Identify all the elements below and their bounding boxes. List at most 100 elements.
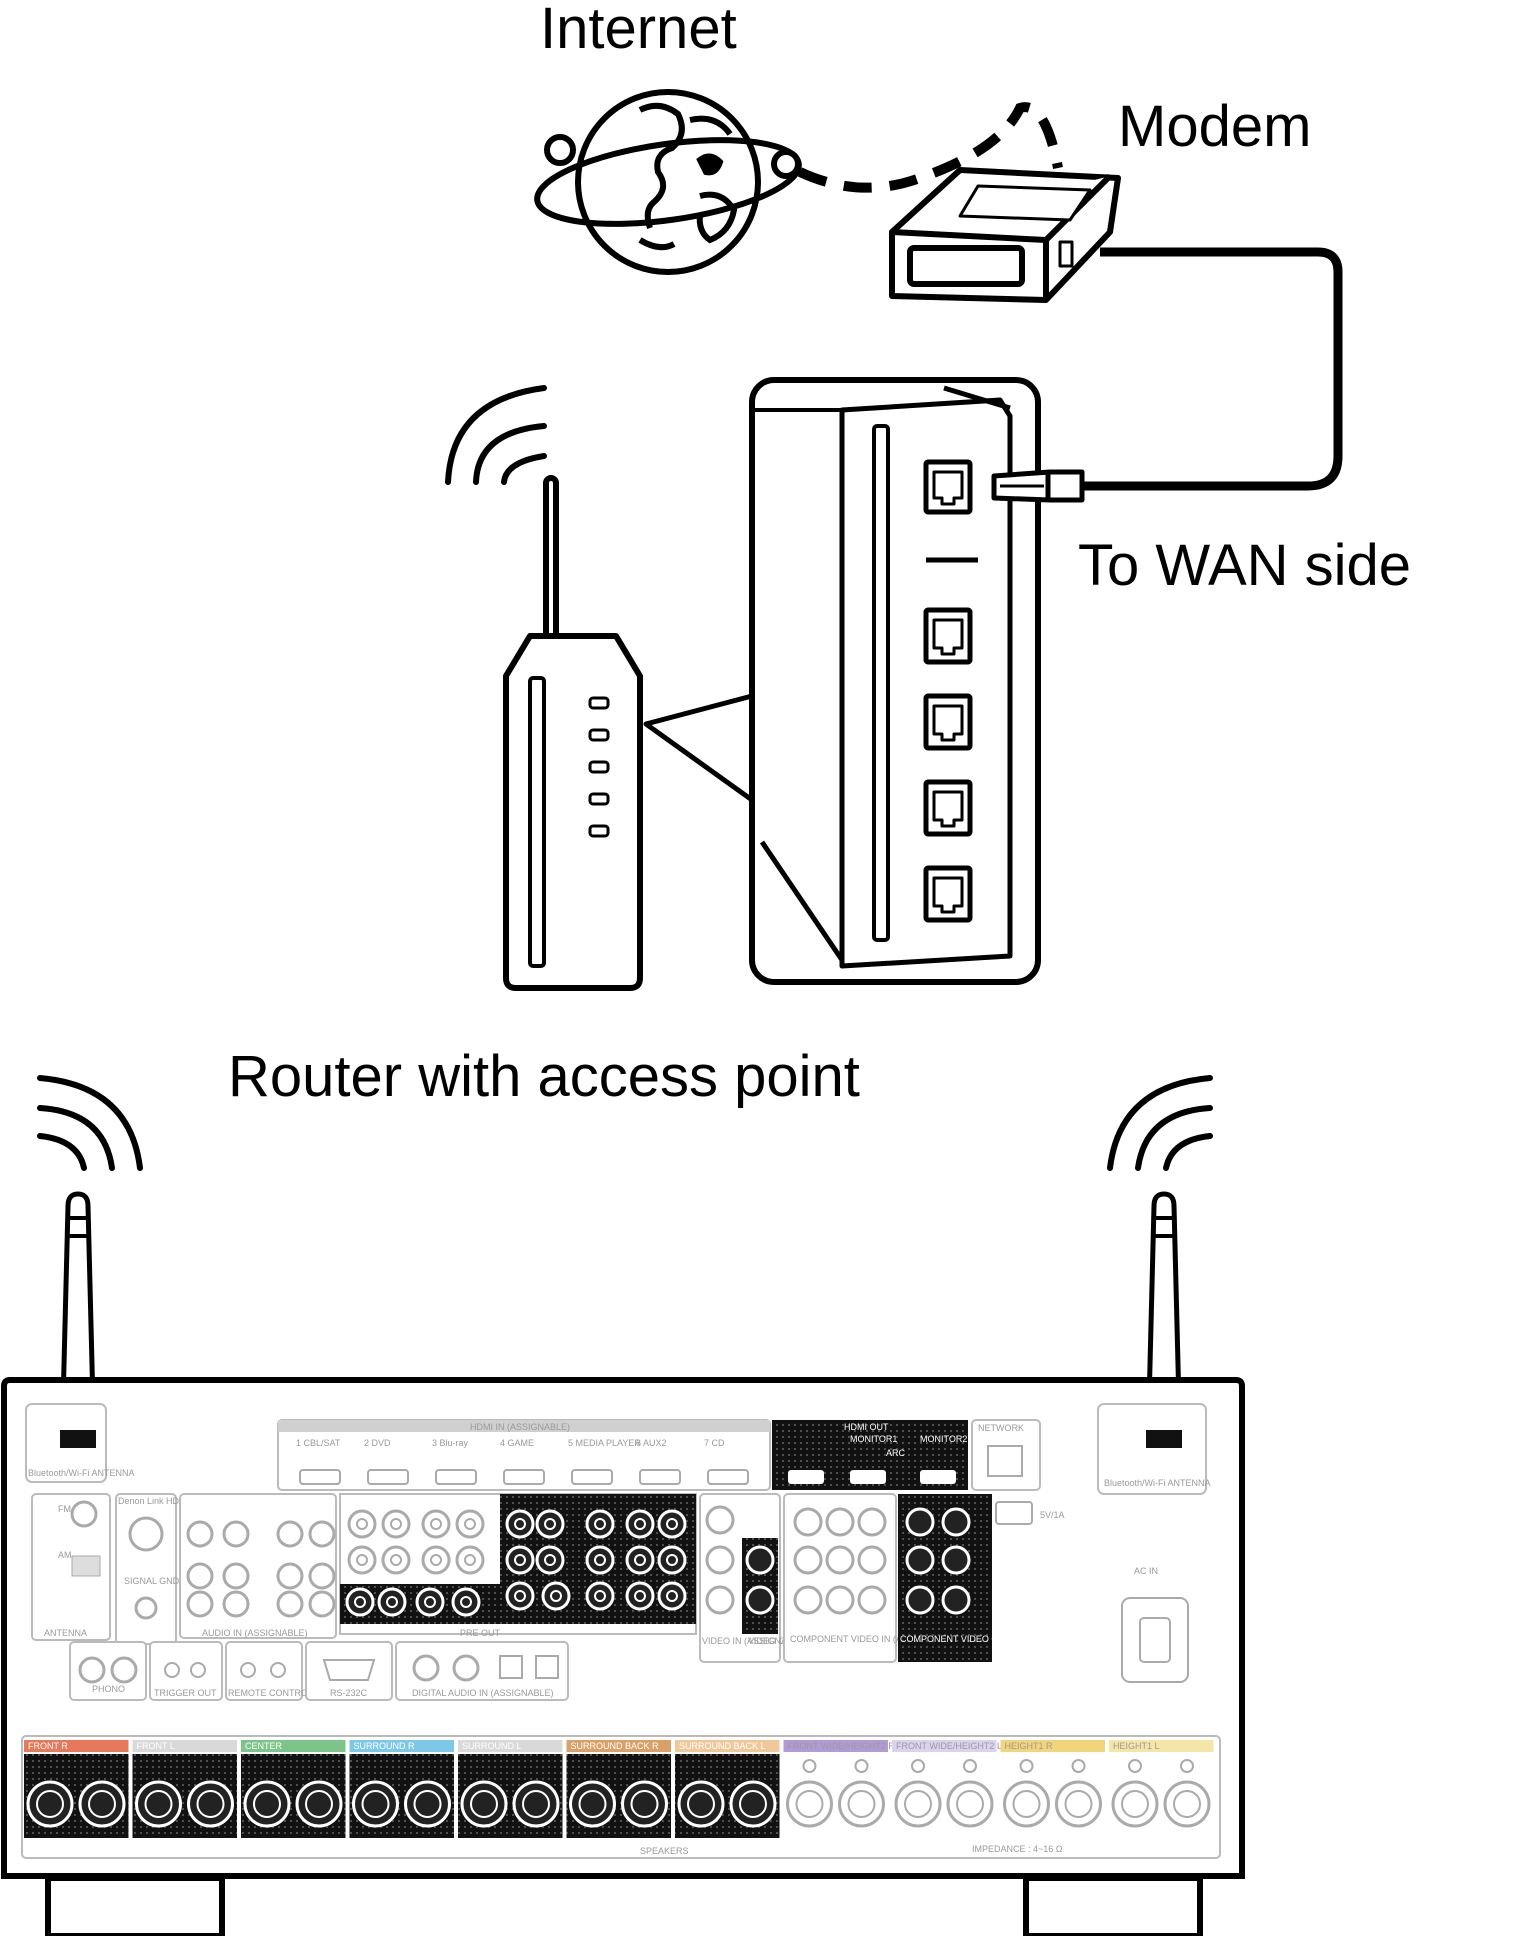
speaker-group-header: [675, 1740, 780, 1752]
usb-port: [995, 1501, 1033, 1525]
speaker-terminal-inner: [196, 1790, 225, 1818]
speaker-terminal: [187, 1780, 234, 1828]
speaker-group-label: SURROUND BACK L: [679, 1741, 766, 1751]
audio-in-rca-jacks: [186, 1520, 336, 1618]
video-jack: [857, 1545, 887, 1575]
pre-out-jack: [505, 1545, 535, 1575]
video-jack: [905, 1585, 935, 1615]
pre-out-jack-center: [594, 1554, 606, 1566]
speaker-group-label: SURROUND BACK R: [571, 1741, 660, 1751]
pre-out-jack-center: [594, 1590, 606, 1602]
pre-out-jack: [541, 1581, 571, 1611]
speaker-group-label: FRONT L: [137, 1741, 175, 1751]
video-jack: [745, 1585, 775, 1615]
speaker-terminal-inner: [904, 1790, 932, 1818]
rca-jack: [222, 1520, 250, 1548]
pre-out-jack: [625, 1509, 655, 1539]
pre-out-jack: [585, 1509, 615, 1539]
speaker-group-label: HEIGHT1 R: [1005, 1741, 1054, 1751]
bt-antenna-label-right: Bluetooth/Wi-Fi ANTENNA: [1104, 1478, 1211, 1488]
tuner-antenna-panel: [31, 1493, 111, 1641]
pre-out-jack-center: [354, 1596, 366, 1608]
digital-audio-label: DIGITAL AUDIO IN (ASSIGNABLE): [412, 1688, 554, 1698]
router-device: [503, 475, 643, 991]
pre-out-jack: [347, 1545, 377, 1575]
speaker-terminal: [569, 1780, 616, 1828]
receiver-foot-right: [1023, 1875, 1203, 1936]
speaker-terminal-inner: [1064, 1790, 1093, 1818]
phono-label: PHONO: [92, 1684, 125, 1694]
denon-link-label: Denon Link HD: [118, 1496, 180, 1506]
pre-out-jack-center: [390, 1554, 402, 1566]
network-lan-port: [987, 1445, 1023, 1477]
hdmi-input-label: 7 CD: [704, 1438, 725, 1448]
pre-out-jack: [535, 1545, 565, 1575]
video-jack: [745, 1545, 775, 1575]
speaker-terminal-inner: [361, 1790, 390, 1818]
video-jack: [905, 1545, 935, 1575]
hdmi-input-label: 3 Blu-ray: [432, 1438, 469, 1448]
router-wifi-waves-icon: [445, 385, 547, 485]
speaker-terminal-inner: [36, 1790, 64, 1818]
pre-out-label: PRE OUT: [460, 1628, 501, 1638]
internet-globe-icon: [534, 89, 802, 275]
video-jack: [705, 1545, 735, 1575]
rca-jack: [186, 1520, 214, 1548]
speaker-terminal: [1111, 1780, 1159, 1828]
video-in-label: VIDEO IN (ASSIGNABLE): [702, 1636, 807, 1646]
speaker-group-label: SURROUND R: [354, 1741, 416, 1751]
speaker-polarity-mark: [1071, 1759, 1086, 1773]
pre-out-jack-center: [594, 1518, 606, 1530]
wan-side-label: To WAN side: [1078, 533, 1411, 598]
speaker-polarity-mark: [1180, 1759, 1194, 1773]
av-receiver: Bluetooth/Wi-Fi ANTENNA Bluetooth/Wi-Fi …: [1, 1377, 1245, 1936]
trigger-out-label: TRIGGER OUT: [154, 1688, 217, 1698]
speaker-terminal: [295, 1780, 343, 1828]
rs232c-panel: [305, 1641, 393, 1701]
pre-out-jack-center: [424, 1596, 436, 1608]
component-in-label: COMPONENT VIDEO IN (ASSIGNABLE): [790, 1634, 956, 1644]
am-label: AM: [58, 1550, 72, 1560]
hdmi-input-label: 4 GAME: [500, 1438, 534, 1448]
rca-jack: [308, 1520, 336, 1548]
speaker-polarity-mark: [854, 1759, 869, 1773]
receiver-foot-left: [45, 1875, 225, 1936]
speaker-group-header: [132, 1740, 237, 1752]
pre-out-jack-center: [544, 1518, 556, 1530]
hdmi-monitor2-label: MONITOR2: [920, 1434, 967, 1444]
video-jack: [825, 1507, 855, 1537]
modem-device: [889, 167, 1121, 303]
remote-control-label: REMOTE CONTROL: [228, 1688, 313, 1698]
speaker-terminal-inner: [847, 1790, 876, 1818]
speaker-group-label: HEIGHT1 L: [1113, 1741, 1160, 1751]
video-jack: [905, 1507, 935, 1537]
pre-out-jack-center: [356, 1554, 368, 1566]
hdmi-input-port: [503, 1469, 545, 1485]
signal-gnd-label: SIGNAL GND: [124, 1576, 180, 1586]
speaker-group-label: SURROUND L: [462, 1741, 522, 1751]
pre-out-jack: [347, 1509, 377, 1539]
rca-jack: [308, 1562, 336, 1590]
ac-in-label: AC IN: [1134, 1566, 1158, 1576]
speaker-group-header: [566, 1740, 671, 1752]
hdmi-input-port: [639, 1469, 681, 1485]
speaker-terminal: [352, 1780, 399, 1828]
video-jack: [793, 1545, 823, 1575]
receiver-left-wifi-waves-icon: [37, 1075, 143, 1171]
pre-out-jack-center: [634, 1590, 646, 1602]
pre-out-jack-center: [430, 1554, 442, 1566]
speaker-terminal: [946, 1780, 994, 1828]
pre-out-jack-center: [464, 1518, 476, 1530]
bt-antenna-base-right: [1097, 1403, 1207, 1495]
speaker-terminal: [677, 1780, 725, 1828]
speaker-group-label: CENTER: [245, 1741, 283, 1751]
video-jack: [941, 1585, 971, 1615]
speaker-terminal: [621, 1780, 668, 1828]
rca-jack: [186, 1590, 214, 1618]
pre-out-jack: [657, 1509, 687, 1539]
router-port-closeup: [749, 377, 1041, 985]
receiver-right-wifi-waves-icon: [1107, 1075, 1213, 1171]
hdmi-input-label: 1 CBL/SAT: [296, 1438, 341, 1448]
speaker-terminal-inner: [578, 1790, 607, 1818]
